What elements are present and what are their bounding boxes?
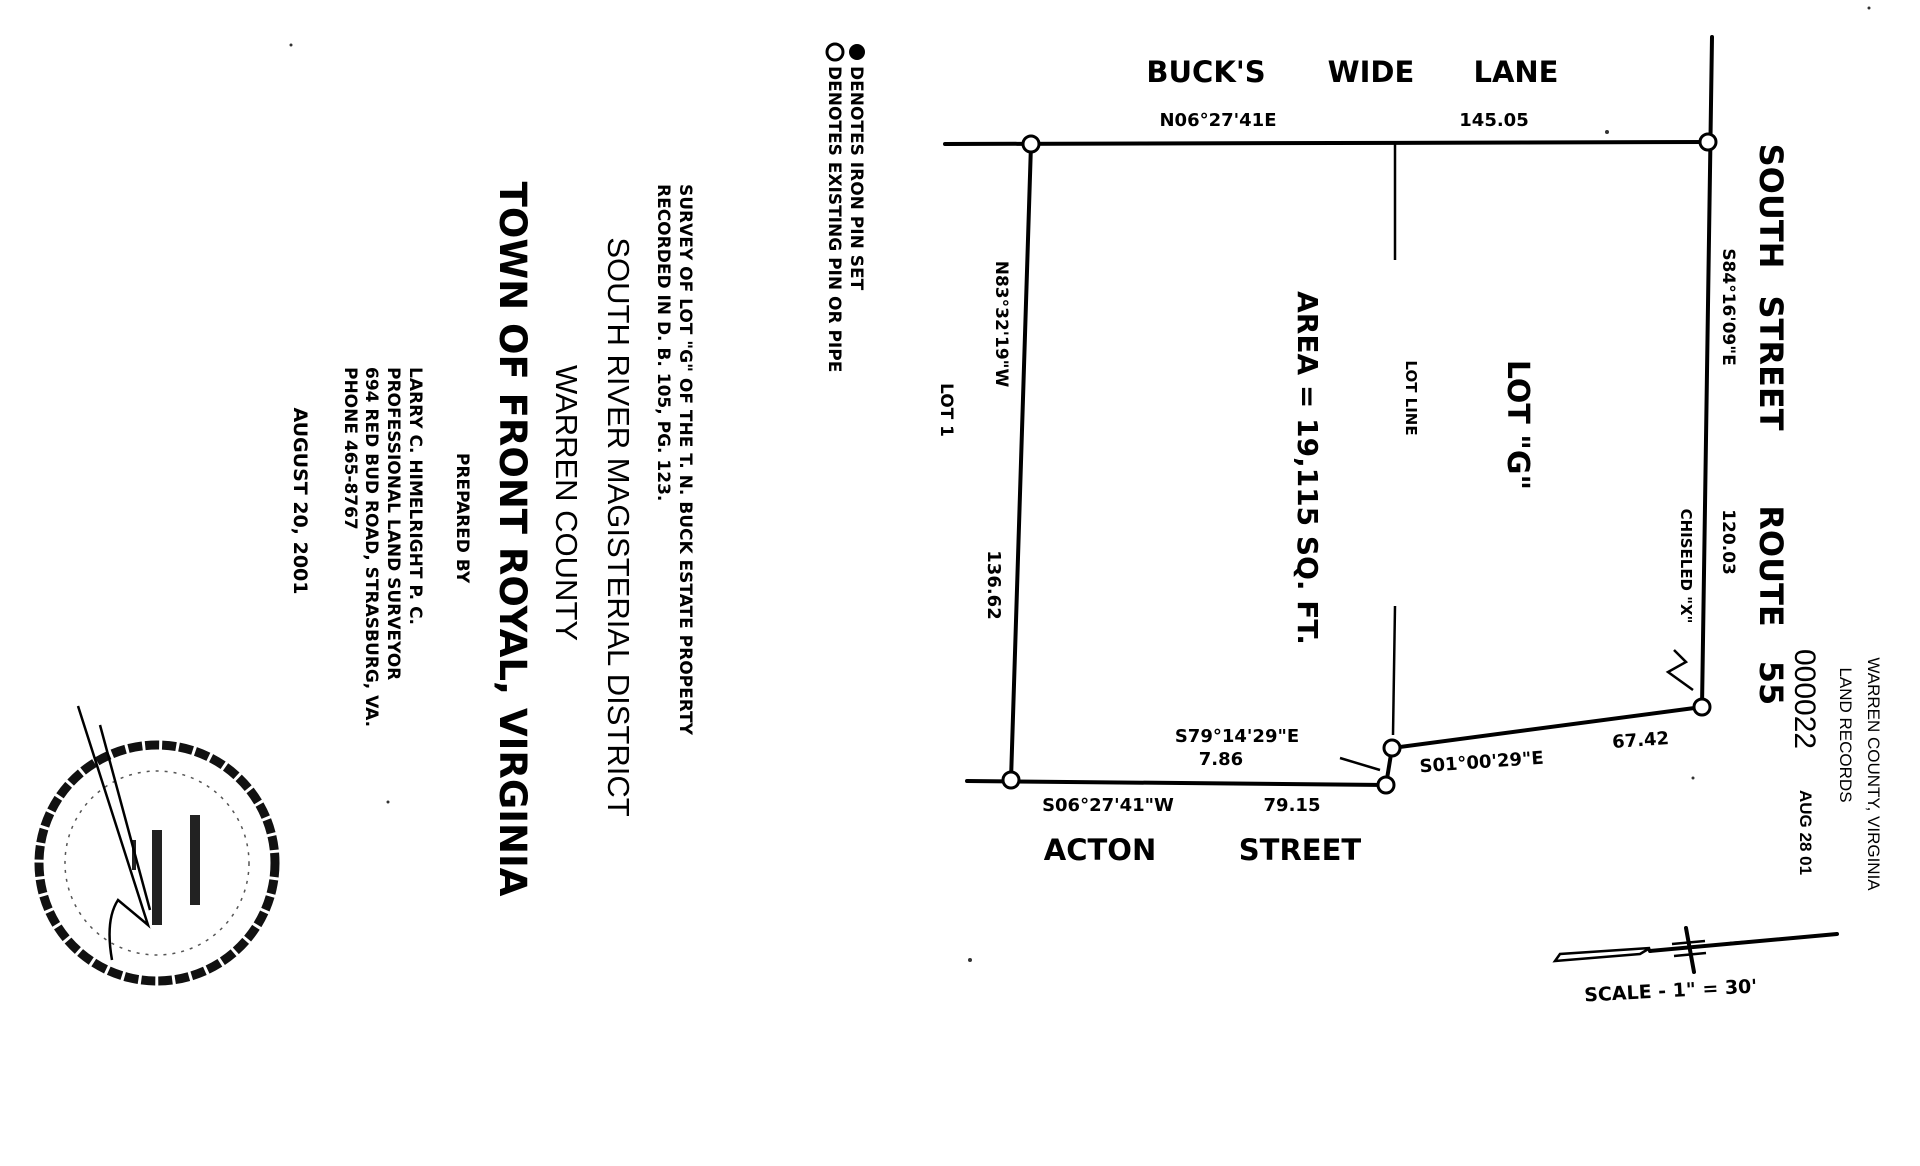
bottom-bearing: S06°27'41"W bbox=[1042, 795, 1174, 816]
boundary-labels: N06°27'41E 145.05 S84°16'09"E 120.03 CHI… bbox=[983, 110, 1738, 816]
existing-pin-icon bbox=[1382, 738, 1402, 758]
county-name: WARREN COUNTY bbox=[549, 365, 584, 641]
recording-office: WARREN COUNTY, VIRGINIA bbox=[1864, 657, 1883, 891]
existing-pin-icon bbox=[1021, 134, 1041, 154]
jog-bearing: S79°14'29"E bbox=[1175, 726, 1299, 747]
existing-pin-icon bbox=[825, 42, 845, 62]
town-title: TOWN OF FRONT ROYAL, VIRGINIA bbox=[491, 182, 534, 897]
bottom-distance: 79.15 bbox=[1264, 795, 1321, 816]
iron-pin-set-icon bbox=[849, 44, 865, 60]
recording-dept: LAND RECORDS bbox=[1836, 667, 1855, 802]
bottom-right-bearing: S01°00'29"E bbox=[1419, 748, 1544, 778]
right-distance: 120.03 bbox=[1718, 509, 1738, 575]
scan-specks bbox=[289, 6, 1871, 962]
survey-date: AUGUST 20, 2001 bbox=[289, 408, 311, 595]
top-bearing: N06°27'41E bbox=[1159, 110, 1276, 131]
prepared-by-label: PREPARED BY bbox=[452, 453, 472, 584]
street-top-word: BUCK'S bbox=[1146, 55, 1265, 89]
street-right-word: ROUTE bbox=[1752, 505, 1790, 627]
recording-stamp: WARREN COUNTY, VIRGINIA LAND RECORDS 000… bbox=[1788, 649, 1883, 891]
surveyor-seal bbox=[34, 705, 280, 986]
recording-number: 000022 bbox=[1788, 649, 1821, 749]
lot-area: AREA = 19,115 SQ. FT. bbox=[1291, 291, 1324, 645]
jog-distance: 7.86 bbox=[1199, 749, 1243, 770]
existing-pin-icon bbox=[1001, 770, 1021, 790]
north-arrow-icon bbox=[1671, 926, 1707, 974]
right-bearing: S84°16'09"E bbox=[1718, 248, 1738, 365]
left-distance: 136.62 bbox=[983, 550, 1004, 619]
pins bbox=[1001, 132, 1718, 795]
chiseled-x-note: CHISELED "X" bbox=[1677, 509, 1695, 624]
street-bottom-word: STREET bbox=[1239, 833, 1362, 867]
legend-iron-pin-set: DENOTES IRON PIN SET bbox=[846, 66, 866, 291]
title-block: SURVEY OF LOT "G" OF THE T. N. BUCK ESTA… bbox=[289, 182, 695, 897]
existing-pin-icon bbox=[1698, 132, 1718, 152]
street-labels: BUCK'S WIDE LANE ACTON STREET SOUTH STRE… bbox=[1044, 55, 1790, 867]
street-top-word: WIDE bbox=[1328, 55, 1415, 89]
surveyor-name: LARRY C. HIMELRIGHT P. C. bbox=[405, 367, 425, 625]
surveyor-address: 694 RED BUD ROAD, STRASBURG, VA. bbox=[361, 367, 381, 727]
adjacent-lot-label: LOT 1 bbox=[936, 383, 956, 437]
existing-pin-icon bbox=[1376, 775, 1396, 795]
scale-bar: SCALE - 1" = 30' bbox=[1552, 926, 1839, 1007]
lot-line-lower bbox=[1391, 605, 1397, 736]
district-name: SOUTH RIVER MAGISTERIAL DISTRICT bbox=[601, 237, 636, 816]
street-bottom-word: ACTON bbox=[1044, 833, 1156, 867]
scale-label: SCALE - 1" = 30' bbox=[1584, 975, 1758, 1006]
surveyor-phone: PHONE 465-8767 bbox=[340, 367, 360, 530]
recording-date: AUG 28 01 bbox=[1796, 790, 1815, 875]
street-top-word: LANE bbox=[1473, 55, 1558, 89]
survey-description-line2: RECORDED IN D. B. 105, PG. 123. bbox=[653, 184, 673, 501]
left-bearing: N83°32'19"W bbox=[991, 261, 1011, 388]
lot-boundary bbox=[943, 35, 1714, 787]
lot-name: LOT "G" bbox=[1500, 360, 1535, 490]
street-right-word: 55 bbox=[1752, 661, 1790, 706]
surveyor-title: PROFESSIONAL LAND SURVEYOR bbox=[383, 367, 403, 680]
lot-labels: LOT "G" LOT LINE AREA = 19,115 SQ. FT. L… bbox=[936, 291, 1535, 645]
legend: DENOTES IRON PIN SET DENOTES EXISTING PI… bbox=[824, 42, 866, 372]
bottom-right-distance: 67.42 bbox=[1611, 728, 1669, 753]
street-right-word: STREET bbox=[1752, 295, 1790, 430]
survey-description-line1: SURVEY OF LOT "G" OF THE T. N. BUCK ESTA… bbox=[675, 184, 695, 736]
legend-existing-pin: DENOTES EXISTING PIN OR PIPE bbox=[824, 66, 844, 372]
lot-line-label: LOT LINE bbox=[1402, 360, 1420, 435]
street-right-word: SOUTH bbox=[1752, 144, 1790, 269]
top-distance: 145.05 bbox=[1459, 110, 1528, 131]
existing-pin-icon bbox=[1692, 697, 1712, 717]
